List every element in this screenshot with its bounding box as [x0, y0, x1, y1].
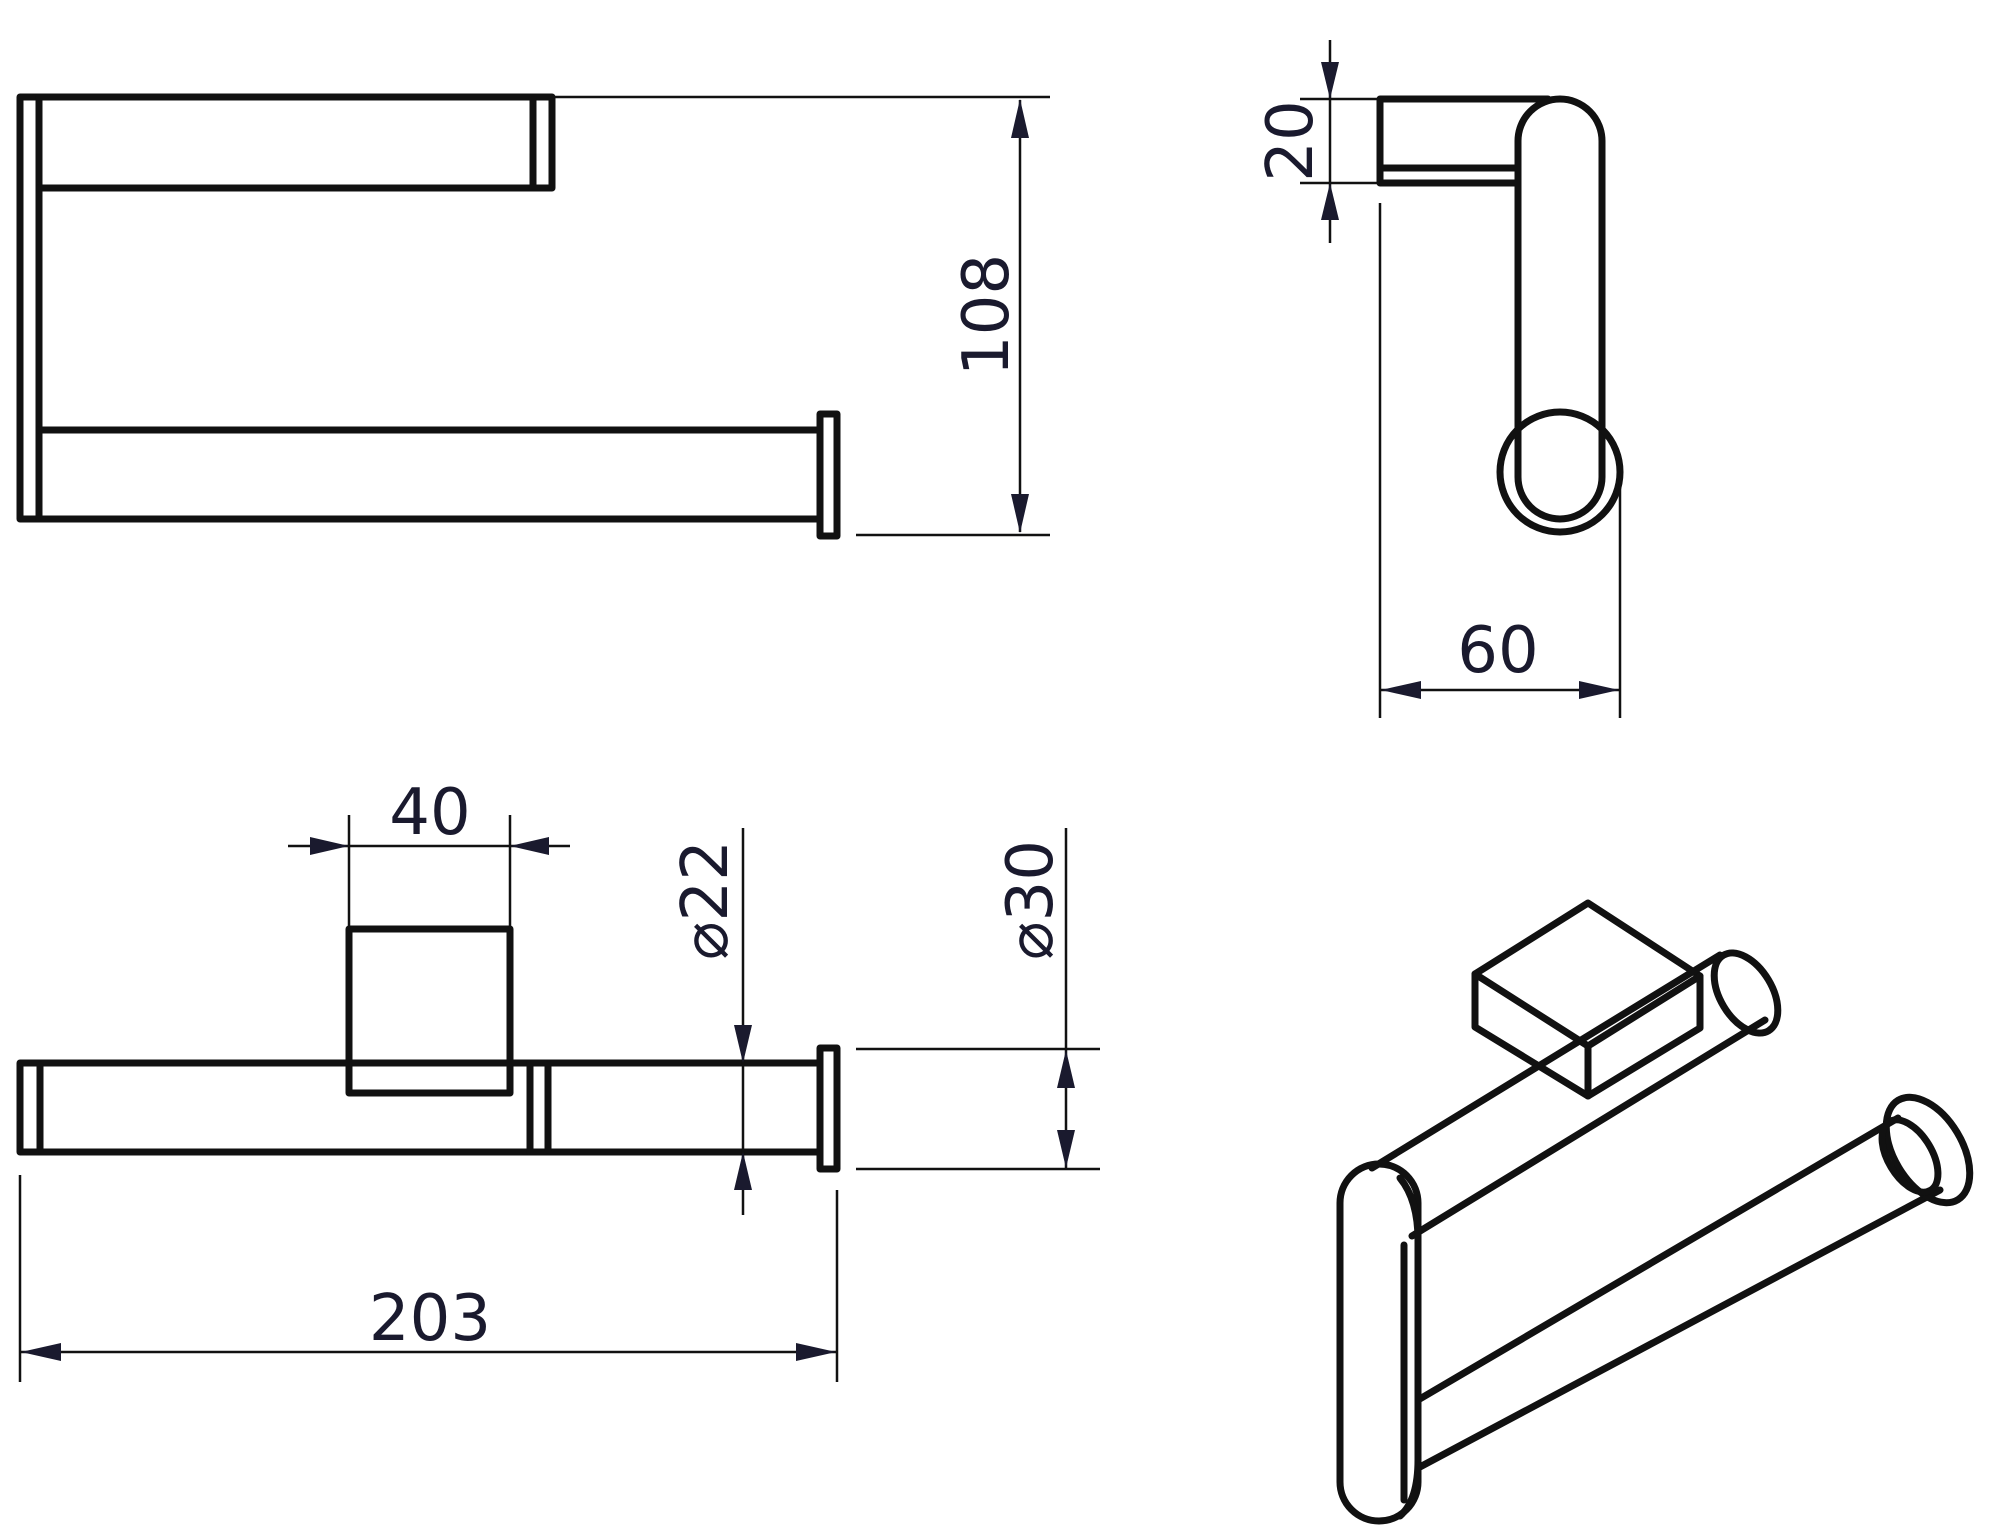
side-view: 20 60 [1254, 40, 1624, 718]
isometric-end-piece [1336, 1160, 1422, 1525]
top-view: 108 [16, 93, 1050, 540]
isometric-upper-arm [1368, 949, 1782, 1240]
top-view-outline [16, 93, 841, 540]
front-view-outline [16, 925, 841, 1173]
overall-length-dimension-label: 203 [369, 1282, 491, 1356]
plate-width-dimension-label: 40 [389, 776, 470, 850]
overall-length-dimension: 203 [18, 1175, 839, 1382]
bar-diameter-dimension-label: ⌀22 [669, 840, 743, 960]
cap-diameter-dimension-label: ⌀30 [994, 840, 1068, 960]
height-dimension-label: 108 [950, 254, 1024, 376]
isometric-lower-bar [1414, 1093, 1974, 1472]
side-view-outline [1376, 95, 1624, 536]
cap-diameter-dimension: ⌀30 [856, 828, 1100, 1171]
depth-dimension-label: 60 [1457, 614, 1538, 688]
height-dimension: 108 [552, 95, 1050, 537]
bar-diameter-dimension: ⌀22 [669, 828, 752, 1215]
plate-width-dimension: 40 [288, 776, 570, 929]
thickness-dimension-label: 20 [1254, 100, 1328, 181]
depth-dimension: 60 [1378, 203, 1622, 718]
isometric-wall-plate [1471, 899, 1704, 1100]
front-view: 40 ⌀22 ⌀30 203 [16, 776, 1100, 1382]
isometric-view [1336, 899, 1974, 1525]
thickness-dimension: 20 [1254, 40, 1380, 243]
